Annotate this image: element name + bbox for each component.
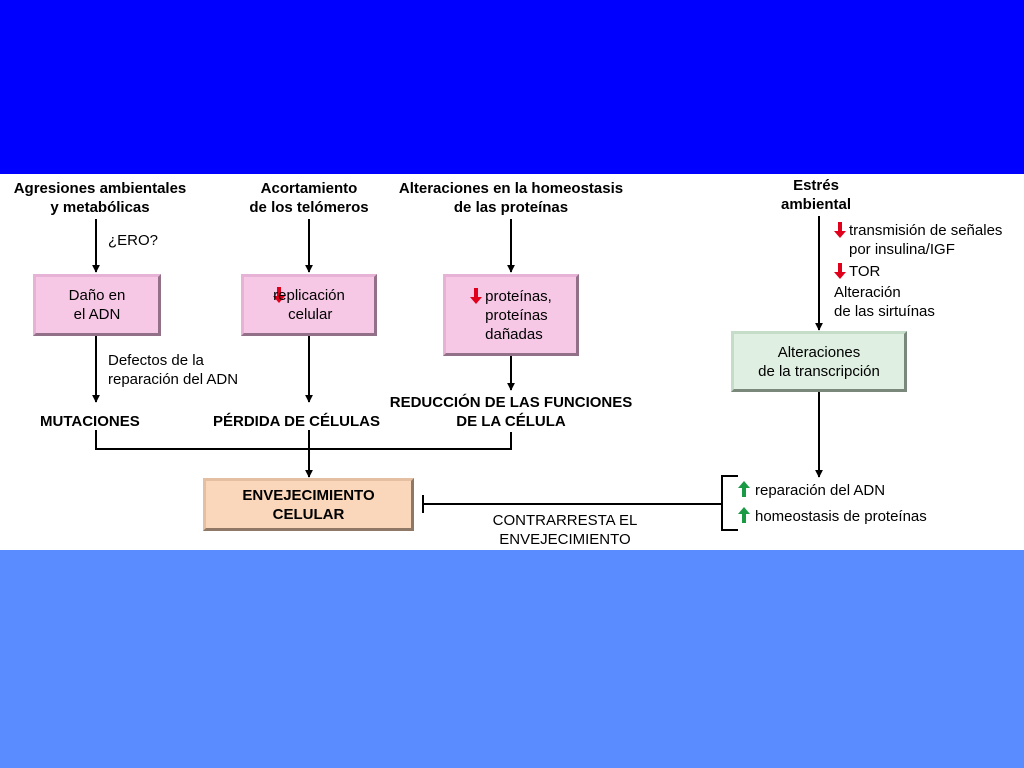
outcome-function-loss: REDUCCIÓN DE LAS FUNCIONES DE LA CÉLULA — [389, 394, 633, 430]
red-down-arrow-icon — [834, 263, 846, 279]
bottom-blue-band — [0, 550, 1024, 768]
counteracts-label: CONTRARRESTA EL ENVEJECIMIENTO — [492, 512, 638, 548]
transcription-box: Alteraciones de la transcripción — [731, 331, 907, 392]
transcription-text: Alteraciones de la transcripción — [758, 343, 880, 380]
signal-item-insulin: transmisión de señales por insulina/IGF — [834, 221, 1002, 259]
effect-proteostasis-text: homeostasis de proteínas — [755, 508, 927, 525]
signal-tor-text: TOR — [849, 263, 881, 280]
input-telomeres: Acortamiento de los telómeros — [249, 180, 369, 216]
aging-box: ENVEJECIMIENTO CELULAR — [203, 478, 414, 531]
outcome-mutations: MUTACIONES — [40, 413, 140, 430]
proteins-text: proteínas, proteínas dañadas — [485, 287, 552, 343]
proteins-box: proteínas, proteínas dañadas — [443, 274, 579, 356]
dna-damage-text: Daño en el ADN — [68, 287, 126, 323]
ros-label: ¿ERO? — [108, 232, 159, 249]
signal-item-tor: TOR — [834, 262, 880, 281]
repair-defects-label: Defectos de la reparación del ADN — [108, 352, 239, 388]
effect-dna-repair-text: reparación del ADN — [755, 482, 886, 499]
red-down-arrow-icon — [470, 287, 483, 304]
top-blue-band — [0, 0, 1024, 174]
diagram-panel: Agresiones ambientales y metabólicas Aco… — [0, 174, 1024, 550]
outcome-join-line — [95, 430, 512, 450]
replication-box: replicación celular — [241, 274, 377, 336]
input-environmental: Agresiones ambientales y metabólicas — [13, 180, 187, 216]
green-up-arrow-icon — [738, 481, 750, 497]
signal-insulin-text: transmisión de señales por insulina/IGF — [849, 222, 1003, 258]
aging-text: ENVEJECIMIENTO CELULAR — [242, 486, 375, 523]
input-stress: Estrés ambiental — [780, 177, 852, 213]
signal-sirtuins-text: Alteración de las sirtuínas — [834, 284, 935, 320]
effect-dna-repair: reparación del ADN — [738, 481, 885, 500]
connector-lines — [92, 216, 823, 531]
red-down-arrow-icon — [834, 222, 846, 238]
green-up-arrow-icon — [738, 507, 750, 523]
replication-text: replicación celular — [273, 287, 345, 323]
effects-bracket — [721, 475, 738, 531]
effect-proteostasis: homeostasis de proteínas — [738, 507, 927, 526]
red-down-arrow-icon — [273, 287, 286, 303]
outcome-cell-loss: PÉRDIDA DE CÉLULAS — [213, 413, 380, 430]
dna-damage-box: Daño en el ADN — [33, 274, 161, 336]
input-proteostasis: Alteraciones en la homeostasis de las pr… — [398, 180, 624, 216]
